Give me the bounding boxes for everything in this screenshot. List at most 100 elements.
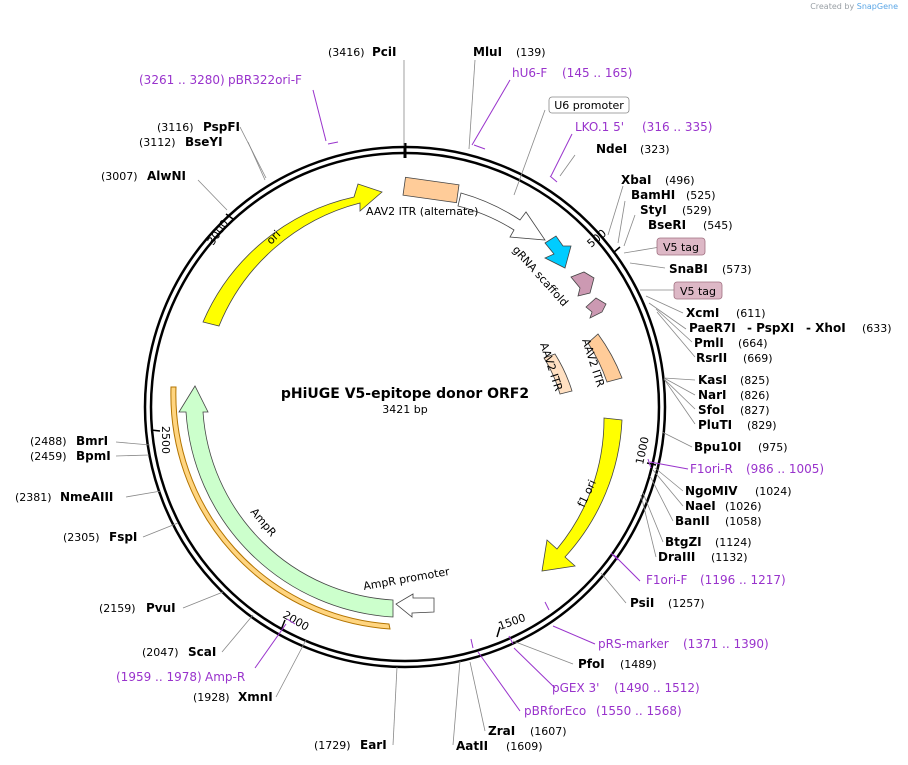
enzyme-pos-alwni: (3007) [101, 170, 138, 183]
feature-label-v5-tag-1: V5 tag [663, 241, 699, 254]
primer-range-prs-marker: (1371 .. 1390) [683, 637, 769, 651]
tick-label-1000: 1000 [633, 436, 652, 466]
enzyme-name-pluti: PluTI [698, 418, 732, 432]
feature-ampr-highlight-band [170, 386, 391, 630]
enzyme-pos-ndei: (323) [640, 143, 670, 156]
enzyme-name-eari: EarI [360, 738, 387, 752]
enzyme-pos-scai: (2047) [142, 646, 179, 659]
enzyme-name-aatii: AatII [456, 739, 488, 753]
feature-label-ampr-promoter: AmpR promoter [362, 565, 451, 593]
feature-grna-scaffold-arrow [544, 235, 572, 269]
enzyme-name-naei: NaeI [685, 499, 716, 513]
snapgene-logo: SnapGene [856, 2, 898, 11]
enzyme-pos-pcii: (3416) [328, 46, 365, 59]
feature-ampr-arrow [178, 385, 394, 618]
primer-range-hu6-f: (145 .. 165) [562, 66, 632, 80]
enzyme-pos-xbai: (496) [665, 174, 695, 187]
enzyme-pos-pluti: (829) [747, 419, 777, 432]
primer-name-pbrforeco: pBRforEco [524, 704, 586, 718]
primer-name-prs-marker: pRS-marker [598, 637, 669, 651]
enzyme-name-scai: ScaI [188, 645, 216, 659]
enzyme-name-bseyi: BseYI [185, 135, 223, 149]
enzyme-name-ndei: NdeI [596, 142, 627, 156]
enzyme-name-pspfi: PspFI [203, 120, 240, 134]
feature-box-v5-tag-2 [673, 281, 723, 300]
primer-name-f1ori-f: F1ori-F [646, 573, 687, 587]
plasmid-size: 3421 bp [382, 403, 427, 416]
enzyme-pos-styi: (529) [682, 204, 712, 217]
primer-range-pgex3: (1490 .. 1512) [614, 681, 700, 695]
enzyme-name-bpmi: BpmI [76, 449, 111, 463]
enzyme-pos-draiii: (1132) [711, 551, 748, 564]
primer-range-pbr322ori-f: (3261 .. 3280) [139, 73, 225, 87]
tick-label-1500: 1500 [497, 611, 528, 633]
enzyme-pos-eari: (1729) [314, 739, 351, 752]
enzyme-pos-bseyi: (3112) [139, 136, 176, 149]
primer-name-hu6-f: hU6-F [512, 66, 547, 80]
enzyme-name-kasi: KasI [698, 373, 727, 387]
enzyme-name-xmni: XmnI [238, 690, 273, 704]
enzyme-name-draiii: DraIII [658, 550, 695, 564]
feature-box-u6-promoter [548, 96, 630, 114]
enzyme-name-ngomiv: NgoMIV [685, 484, 738, 498]
enzyme-name-mlui: MluI [473, 45, 502, 59]
enzyme-name-paer7i: PaeR7I [689, 321, 736, 335]
enzyme-pos-pmli: (664) [738, 337, 768, 350]
enzyme-pos-sfoi: (827) [740, 404, 770, 417]
feature-box-v5-tag-1 [656, 237, 706, 256]
enzyme-pos-pvui: (2159) [99, 602, 136, 615]
enzyme-pos-ngomiv: (1024) [755, 485, 792, 498]
enzyme-name-xhoi: - XhoI [806, 321, 846, 335]
enzyme-name-fspi: FspI [109, 530, 137, 544]
enzyme-pos-fspi: (2305) [63, 531, 100, 544]
primer-range-lko15: (316 .. 335) [642, 120, 712, 134]
enzyme-name-pcii: PciI [372, 45, 397, 59]
primer-labels: hU6-F (145 .. 165) LKO.1 5' (316 .. 335)… [116, 66, 824, 718]
enzyme-name-snabi: SnaBI [669, 262, 708, 276]
enzyme-pos-kasi: (825) [740, 374, 770, 387]
enzyme-pos-rsrii: (669) [743, 352, 773, 365]
feature-v5-tag-arrow-2 [585, 297, 607, 319]
primer-name-pgex3: pGEX 3' [552, 681, 599, 695]
enzyme-pos-naei: (1026) [725, 500, 762, 513]
enzyme-pos-nmeaiii: (2381) [15, 491, 52, 504]
enzyme-pos-bmri: (2488) [30, 435, 67, 448]
enzyme-name-banii: BanII [675, 514, 710, 528]
primer-range-amp-r: (1959 .. 1978) [116, 670, 202, 684]
enzyme-pos-xcmi: (611) [736, 307, 766, 320]
enzyme-name-bamhi: BamHI [631, 188, 675, 202]
feature-ampr-promoter-arrow [395, 593, 435, 618]
primer-name-amp-r: Amp-R [205, 670, 245, 684]
feature-label-aav2-itr-alternate: AAV2 ITR (alternate) [366, 205, 478, 218]
tick-label-2500: 2500 [159, 426, 172, 454]
primer-range-pbrforeco: (1550 .. 1568) [596, 704, 682, 718]
enzyme-pos-bpu10i: (975) [758, 441, 788, 454]
enzyme-name-bmri: BmrI [76, 434, 108, 448]
enzyme-name-sfoi: SfoI [698, 403, 725, 417]
feature-aav2-itr-alternate [402, 176, 460, 204]
primer-name-lko15: LKO.1 5' [575, 120, 624, 134]
feature-label-v5-tag-2: V5 tag [680, 285, 716, 298]
enzyme-name-bseri: BseRI [648, 218, 686, 232]
enzyme-name-pmli: PmlI [694, 336, 724, 350]
enzyme-pos-pfoi: (1489) [620, 658, 657, 671]
enzyme-name-nmeaiii: NmeAIII [60, 490, 113, 504]
enzyme-name-bpu10i: Bpu10I [694, 440, 741, 454]
enzyme-pos-bpmi: (2459) [30, 450, 67, 463]
tick-label-3000: 3000 [205, 217, 232, 247]
primer-leader-lines [254, 79, 689, 712]
enzyme-pos-bseri: (545) [703, 219, 733, 232]
plasmid-name: pHiUGE V5-epitope donor ORF2 [281, 386, 529, 402]
enzyme-name-pfoi: PfoI [578, 657, 605, 671]
enzyme-pos-psii: (1257) [668, 597, 705, 610]
enzyme-name-pvui: PvuI [146, 601, 176, 615]
feature-aav2-itr-inner [543, 353, 573, 395]
leader-lines [115, 59, 696, 746]
primer-range-f1ori-f: (1196 .. 1217) [700, 573, 786, 587]
enzyme-name-alwni: AlwNI [147, 169, 186, 183]
primer-range-f1ori-r: (986 .. 1005) [746, 462, 824, 476]
enzyme-pos-nari: (826) [740, 389, 770, 402]
feature-u6-promoter-arrow [457, 192, 546, 241]
enzyme-name-psii: PsiI [630, 596, 654, 610]
